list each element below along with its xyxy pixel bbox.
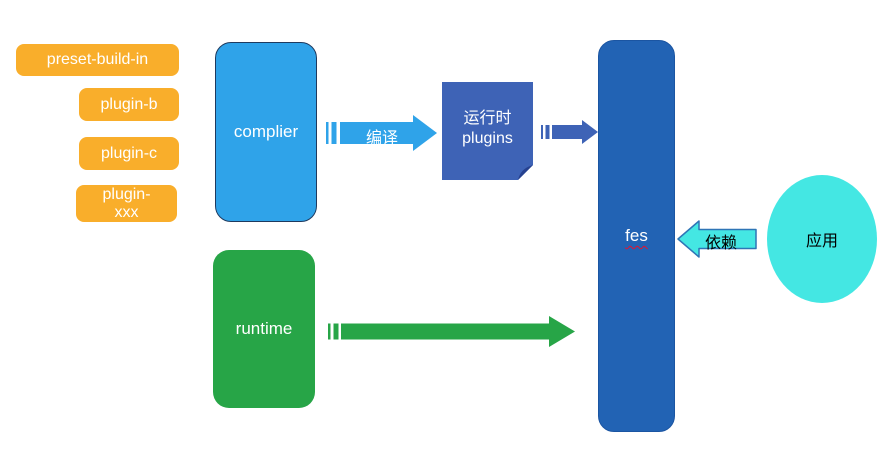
chip-preset-build-in: preset-build-in [16, 44, 179, 76]
depends-arrow-label: 依赖 [704, 235, 737, 252]
chip-plugin-b: plugin-b [79, 88, 179, 121]
app-ellipse: 应用 [767, 175, 877, 303]
plugins-to-fes-arrow [541, 120, 598, 144]
fes-label: fes [625, 226, 648, 245]
chip-plugin-c: plugin-c [79, 137, 179, 170]
runtime-plugins-note-label: 运行时 plugins [462, 110, 513, 147]
runtime-to-fes-arrow [328, 316, 575, 347]
chip-label: plugin-c [100, 144, 158, 162]
app-label: 应用 [805, 233, 838, 250]
chip-label: plugin-xxx [102, 185, 151, 221]
runtime-plugins-note [442, 82, 533, 180]
runtime-box: runtime [213, 250, 315, 408]
complier-label: complier [233, 122, 299, 141]
compile-arrow-label: 编译 [365, 130, 398, 147]
depends-arrow [677, 220, 757, 258]
complier-box: complier [215, 42, 317, 222]
chip-label: plugin-b [100, 95, 158, 113]
fes-column: fes [598, 40, 675, 432]
chip-plugin-xxx: plugin-xxx [76, 185, 177, 222]
runtime-label: runtime [235, 319, 293, 338]
chip-label: preset-build-in [46, 51, 149, 69]
compile-arrow [326, 115, 437, 151]
